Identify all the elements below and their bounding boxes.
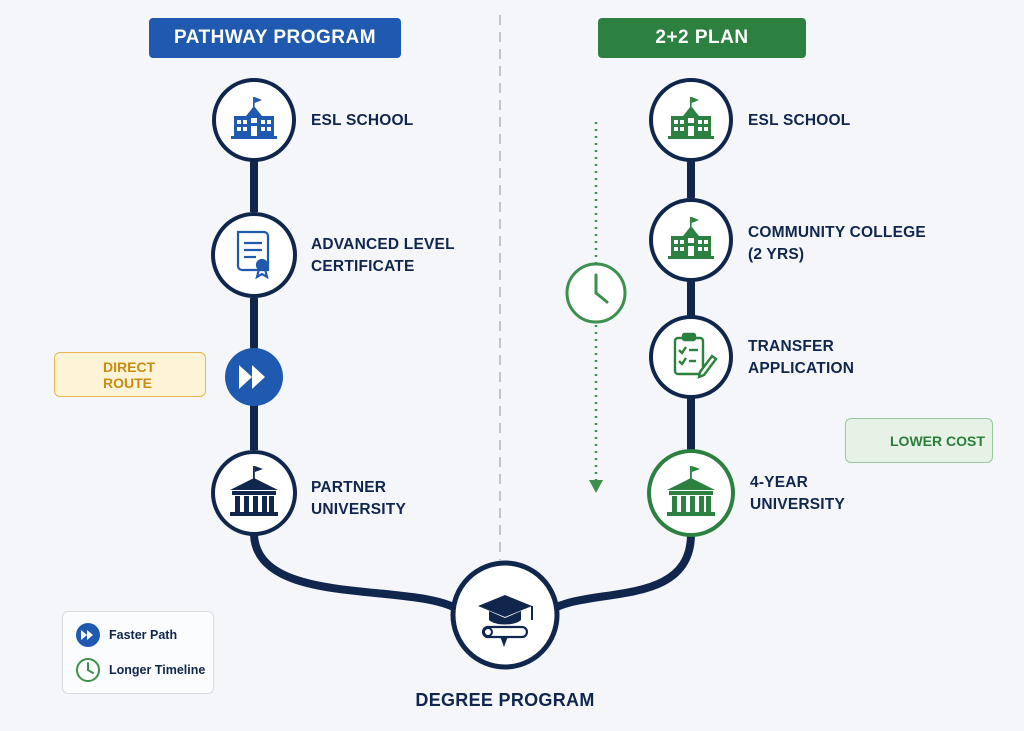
degree-program-node xyxy=(450,560,560,670)
graduation-cap-diploma-icon xyxy=(478,595,533,647)
clock-icon xyxy=(76,658,100,682)
right-step-label: COMMUNITY COLLEGE (2 YRS) xyxy=(748,224,926,263)
legend: Faster Path Longer Timeline xyxy=(62,611,214,694)
legend-item-faster-path: Faster Path xyxy=(75,622,177,648)
right-node-4-year-university xyxy=(647,449,735,537)
lower-cost-badge: LOWER COST xyxy=(845,418,993,463)
direct-route-badge: DIRECT ROUTE xyxy=(54,352,206,397)
timeline-arrowhead xyxy=(589,480,603,493)
right-step-label: ESL SCHOOL xyxy=(748,112,851,129)
certificate-icon xyxy=(236,230,270,280)
direct-route-label: DIRECT ROUTE xyxy=(103,358,156,391)
right-step-label: TRANSFER APPLICATION xyxy=(748,338,855,377)
clipboard-application-icon xyxy=(673,332,718,379)
fast-forward-icon xyxy=(76,623,100,647)
left-step-label: ADVANCED LEVEL CERTIFICATE xyxy=(311,236,455,275)
fast-forward-icon xyxy=(239,365,265,389)
two-plus-two-plan-header: 2+2 PLAN xyxy=(598,18,806,58)
right-curve-connector xyxy=(545,534,695,616)
right-node-transfer-application xyxy=(649,315,733,399)
degree-program-label: DEGREE PROGRAM xyxy=(415,690,595,710)
left-node-partner-university xyxy=(211,450,297,536)
right-step-label: 4-YEAR UNIVERSITY xyxy=(750,474,846,513)
lower-cost-label: LOWER COST xyxy=(890,432,985,449)
legend-item-longer-timeline: Longer Timeline xyxy=(75,657,205,683)
clock-icon xyxy=(565,262,627,324)
right-node-esl-school xyxy=(649,78,733,162)
left-node-certificate xyxy=(211,212,297,298)
left-step-label: PARTNER UNIVERSITY xyxy=(311,479,407,518)
left-node-fast-forward xyxy=(225,348,283,406)
pathway-program-header: PATHWAY PROGRAM xyxy=(149,18,401,58)
left-curve-connector xyxy=(250,534,465,616)
right-node-community-college xyxy=(649,198,733,282)
left-step-label: ESL SCHOOL xyxy=(311,112,414,129)
left-node-esl-school xyxy=(212,78,296,162)
